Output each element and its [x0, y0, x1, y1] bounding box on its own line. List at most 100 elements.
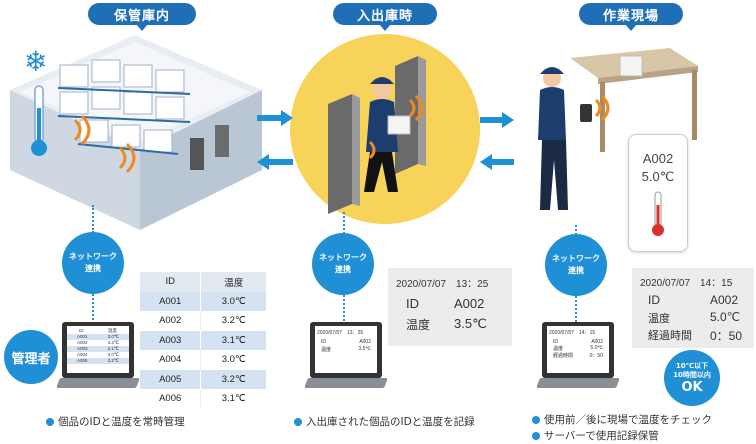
table-cell: 3.2℃ — [221, 315, 246, 327]
badge-line2: 連携 — [85, 264, 101, 273]
mini-header: ID — [79, 328, 84, 333]
arrow-left-icon — [480, 154, 514, 170]
caption-text: 個品のIDと温度を常時管理 — [58, 416, 185, 428]
caption-site-1: 使用前／後に現場で温度をチェック — [532, 412, 712, 427]
ok-line1: 10℃以下 — [675, 361, 709, 370]
connector-line — [343, 212, 345, 234]
connector-line — [92, 294, 94, 324]
connector-line — [92, 205, 94, 233]
caption-gate: 入出庫された個品のIDと温度を記録 — [294, 414, 475, 429]
gate-id-label: ID — [406, 296, 419, 311]
mini-cell: 3.2℃ — [107, 340, 119, 345]
table-row: A006 3.1℃ — [140, 389, 266, 409]
phone-temp: 5.0℃ — [641, 169, 675, 184]
site-temp-value: 5.0℃ — [710, 310, 741, 324]
arrow-right-icon — [480, 112, 514, 128]
mini-value: 0：50 — [589, 353, 603, 359]
mini-cell: A004 — [77, 352, 88, 357]
caption-text: 使用前／後に現場で温度をチェック — [544, 414, 712, 426]
section-title-gate: 入出庫時 — [333, 3, 437, 31]
storage-table: ID 温度 A001 3.0℃ A002 3.2℃ A003 3.1℃ A004 3.0… — [140, 272, 266, 409]
column-header-id: ID — [140, 272, 202, 292]
warehouse-illustration — [10, 35, 262, 230]
table-row: A002 3.2℃ — [140, 311, 266, 331]
table-cell: A006 — [140, 389, 202, 409]
mini-cell: A001 — [77, 334, 88, 339]
caption-text: 入出庫された個品のIDと温度を記録 — [306, 416, 475, 428]
thermometer-icon — [31, 85, 47, 156]
mini-timestamp: 2020/07/07 14：15 — [549, 330, 596, 336]
network-badge-site: ネットワーク 連携 — [545, 234, 607, 296]
arrow-left-icon — [257, 154, 293, 170]
mini-cell: 3.0℃ — [107, 352, 119, 357]
network-badge-storage: ネットワーク 連携 — [62, 232, 124, 294]
ok-line2: 10時間以内 — [673, 370, 711, 379]
badge-line2: 連携 — [568, 266, 584, 275]
mini-label: ID — [553, 339, 558, 345]
mini-label: 温度 — [553, 346, 564, 352]
mini-header: 温度 — [107, 328, 117, 333]
table-cell: 3.1℃ — [221, 393, 246, 405]
bullet-icon — [294, 417, 302, 426]
table-header-row: ID 温度 — [140, 272, 266, 292]
caption-site-2: サーバーで使用記録保管 — [532, 428, 659, 443]
admin-badge: 管理者 — [4, 330, 58, 384]
laptop-screen: 2020/07/07 14：15 ID A002 温度 5.0℃ 経過時間 0：50 — [547, 326, 609, 373]
table-cell: 3.0℃ — [221, 295, 246, 307]
table-cell: A002 — [140, 311, 202, 331]
ok-bubble: 10℃以下 10時間以内 OK — [664, 350, 720, 406]
site-timestamp: 2020/07/07 14：15 — [640, 278, 733, 289]
arrow-right-icon — [257, 110, 293, 126]
network-badge-gate: ネットワーク 連携 — [312, 233, 374, 295]
mini-cell: 3.0℃ — [107, 334, 119, 339]
mini-cell: A002 — [77, 340, 88, 345]
site-id-label: ID — [648, 293, 660, 307]
site-id-value: A002 — [710, 293, 739, 307]
table-row: A004 3.0℃ — [140, 350, 266, 370]
gate-temp-label: 温度 — [406, 318, 431, 332]
gate-id-value: A002 — [454, 296, 485, 311]
mini-value: 5.0℃ — [590, 345, 603, 351]
mini-label: 温度 — [321, 347, 332, 353]
mini-value: A002 — [591, 339, 603, 345]
mini-cell: 3.2℃ — [107, 358, 119, 363]
table-cell: 3.0℃ — [221, 354, 246, 366]
storage-table-panel: ID 温度 A001 3.0℃ A002 3.2℃ A003 3.1℃ A004 3.0… — [140, 272, 266, 409]
column-header-temp: 温度 — [224, 277, 244, 289]
bullet-icon — [532, 415, 540, 424]
connector-line — [575, 225, 577, 235]
ok-line3: OK — [681, 379, 703, 395]
worksite-illustration — [538, 48, 698, 210]
badge-line1: ネットワーク — [319, 253, 367, 262]
mini-value: A002 — [359, 339, 371, 345]
caption-text: サーバーで使用記録保管 — [544, 430, 659, 442]
phone-device: A002 5.0℃ — [628, 134, 688, 252]
gate-temp-value: 3.5℃ — [454, 316, 487, 331]
table-cell: A005 — [140, 369, 202, 389]
snowflake-icon: ❄ — [24, 45, 48, 78]
phone-id: A002 — [642, 151, 674, 166]
table-cell: A003 — [140, 330, 202, 350]
table-cell: A004 — [140, 350, 202, 370]
section-title-site: 作業現場 — [579, 3, 683, 31]
bullet-icon — [46, 417, 54, 426]
mini-cell: 3.1℃ — [107, 346, 119, 351]
bullet-icon — [532, 431, 540, 440]
connector-line — [343, 295, 345, 325]
mini-value: 3.5℃ — [358, 346, 371, 352]
mini-label: 経過時間 — [553, 353, 574, 359]
gate-record-panel: 2020/07/07 13：25 ID A002 温度 3.5℃ — [388, 268, 512, 346]
site-record-panel: 2020/07/07 14：15 ID A002 温度 5.0℃ 経過時間 0：… — [632, 268, 754, 348]
table-cell: A001 — [140, 291, 202, 311]
mini-label: ID — [321, 339, 326, 345]
table-cell: 3.1℃ — [221, 334, 246, 346]
table-row: A003 3.1℃ — [140, 330, 266, 350]
connector-line — [575, 296, 577, 326]
table-cell: 3.2℃ — [221, 373, 246, 385]
mini-cell: A005 — [77, 358, 88, 363]
laptop-site: 2020/07/07 14：15 ID A002 温度 5.0℃ 経過時間 0：50 — [536, 322, 620, 394]
